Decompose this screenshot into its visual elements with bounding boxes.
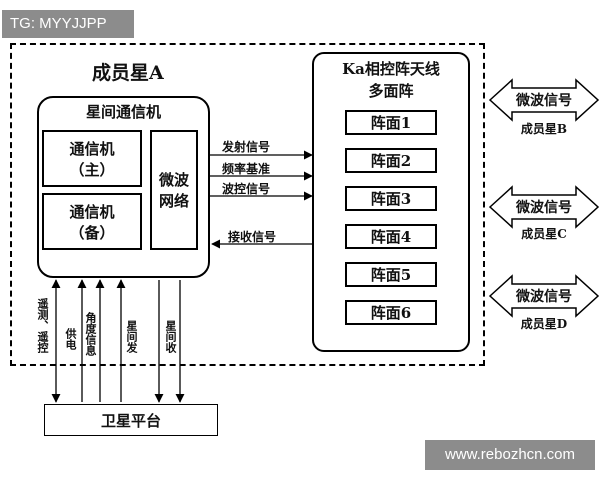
ttc-link-label: 遥测、遥控: [36, 298, 49, 353]
satellite-platform-box: 卫星平台: [44, 404, 218, 436]
isl-unit-title: 星间通信机: [85, 103, 161, 121]
array-panel-6: 阵面6: [345, 300, 437, 325]
satellite-a-boundary: [10, 43, 485, 366]
array-panel-4: 阵面4: [345, 224, 437, 249]
antenna-title: Ka相控阵天线: [342, 60, 440, 78]
peer-arrow-b: [488, 78, 600, 122]
primary-comm-box: 通信机 （主）: [42, 130, 142, 187]
isl-tx-link-label: 星间发: [125, 320, 138, 353]
array-panel-1: 阵面1: [345, 110, 437, 135]
array-panel-5: 阵面5: [345, 262, 437, 287]
power-link-label: 供电: [64, 328, 77, 350]
array-panel-3: 阵面3: [345, 186, 437, 211]
backup-comm-tag: （备）: [69, 223, 115, 242]
antenna-subtitle: 多面阵: [368, 82, 414, 100]
primary-comm-tag: （主）: [69, 160, 115, 179]
microwave-network-box: 微波 网络: [150, 130, 198, 250]
microwave-network-label-1: 微波: [158, 171, 189, 189]
peer-d-signal-label: 微波信号: [516, 289, 572, 305]
peer-c-name: 成员星C: [521, 227, 567, 241]
receive-signal-label: 接收信号: [228, 230, 277, 244]
satellite-a-title: 成员星A: [92, 62, 164, 84]
peer-b-signal-label: 微波信号: [516, 93, 572, 109]
array-panel-2: 阵面2: [345, 148, 437, 173]
backup-comm-box: 通信机 （备）: [42, 193, 142, 250]
transmit-signal-label: 发射信号: [222, 140, 271, 154]
primary-comm-label: 通信机: [69, 139, 115, 158]
freq-ref-label: 频率基准: [222, 162, 271, 176]
peer-d-name: 成员星D: [520, 317, 568, 331]
watermark-tag: TG: MYYJJPP: [2, 10, 134, 38]
isl-rx-link-label: 星间收: [164, 320, 177, 353]
beam-ctrl-label: 波控信号: [222, 182, 271, 196]
backup-comm-label: 通信机: [69, 202, 115, 221]
peer-arrow-c: [488, 185, 600, 229]
peer-c-signal-label: 微波信号: [516, 200, 572, 216]
microwave-network-label-2: 网络: [158, 192, 189, 210]
peer-arrow-d: [488, 274, 600, 318]
peer-b-name: 成员星B: [520, 122, 568, 136]
angle-link-label: 角度信息: [84, 312, 97, 356]
site-url-tag: www.rebozhcn.com: [425, 440, 595, 470]
